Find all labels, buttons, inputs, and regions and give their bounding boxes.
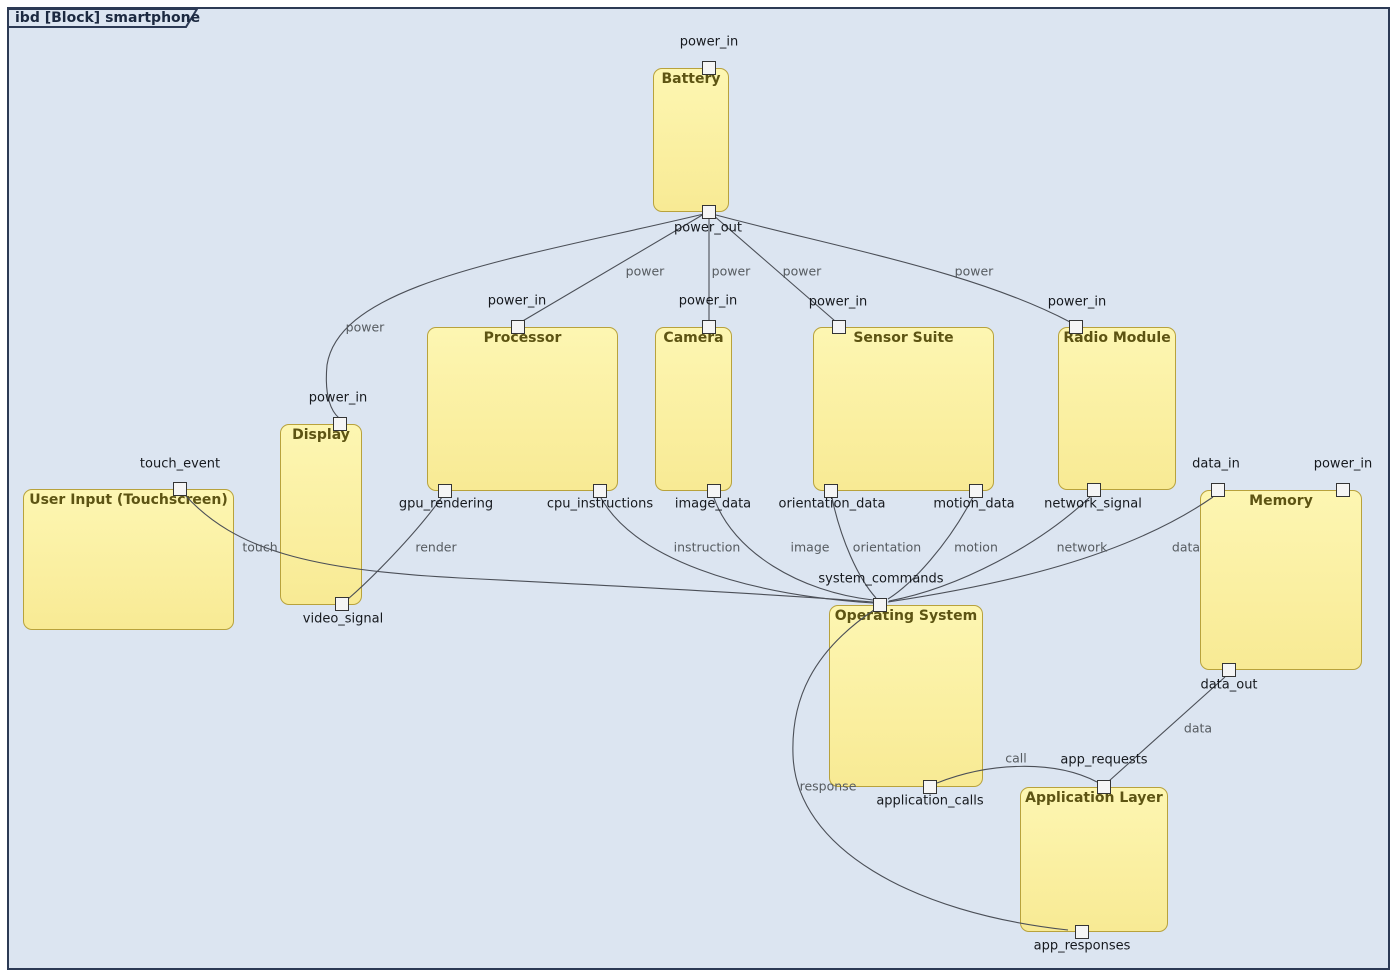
edge-label-instruction: instruction — [673, 539, 741, 555]
port-label-system-commands: system_commands — [818, 571, 944, 587]
block-battery-title: Battery — [661, 71, 721, 87]
block-user-input-title: User Input (Touchscreen) — [29, 492, 228, 508]
edge-label-call: call — [1005, 750, 1027, 766]
port-label-gpu-rendering: gpu_rendering — [398, 496, 494, 512]
block-camera[interactable]: Camera — [655, 327, 732, 491]
port-display-power-in[interactable] — [333, 417, 347, 431]
port-battery-power-in[interactable] — [702, 61, 716, 75]
port-label-app-responses: app_responses — [1033, 938, 1131, 954]
port-video-signal[interactable] — [335, 597, 349, 611]
block-memory[interactable]: Memory — [1200, 490, 1362, 670]
port-label-battery-power-in: power_in — [679, 34, 739, 50]
port-label-camera-power-in: power_in — [678, 293, 738, 309]
edge-label-power-radio: power — [954, 263, 994, 279]
block-operating-system-title: Operating System — [834, 608, 978, 624]
edge-label-power-processor: power — [625, 263, 665, 279]
port-label-motion-data: motion_data — [933, 496, 1015, 512]
port-label-application-calls: application_calls — [876, 793, 984, 809]
port-label-memory-power-in: power_in — [1313, 456, 1373, 472]
block-application-layer-title: Application Layer — [1025, 790, 1163, 806]
block-user-input[interactable]: User Input (Touchscreen) — [23, 489, 234, 630]
block-operating-system[interactable]: Operating System — [829, 605, 983, 787]
block-camera-title: Camera — [663, 330, 724, 346]
block-sensor-suite-title: Sensor Suite — [853, 330, 954, 346]
frame-title: ibd [Block] smartphone — [15, 10, 201, 26]
edge-label-image: image — [790, 539, 830, 555]
port-label-orientation-data: orientation_data — [778, 496, 886, 512]
port-sensor-power-in[interactable] — [832, 320, 846, 334]
block-radio-module-title: Radio Module — [1063, 330, 1171, 346]
port-label-sensor-power-in: power_in — [808, 294, 868, 310]
block-application-layer[interactable]: Application Layer — [1020, 787, 1168, 932]
port-label-video-signal: video_signal — [302, 611, 384, 627]
port-label-cpu-instructions: cpu_instructions — [546, 496, 654, 512]
block-memory-title: Memory — [1249, 493, 1313, 509]
port-application-calls[interactable] — [923, 780, 937, 794]
port-label-network-signal: network_signal — [1044, 496, 1142, 512]
port-radio-power-in[interactable] — [1069, 320, 1083, 334]
port-app-requests[interactable] — [1097, 780, 1111, 794]
edge-label-response: response — [799, 778, 857, 794]
port-label-image-data: image_data — [674, 496, 752, 512]
port-label-display-power-in: power_in — [308, 390, 368, 406]
edge-label-render: render — [415, 539, 457, 555]
port-app-responses[interactable] — [1075, 925, 1089, 939]
block-battery[interactable]: Battery — [653, 68, 729, 212]
edge-label-touch: touch — [242, 539, 278, 555]
port-label-app-requests: app_requests — [1060, 752, 1148, 768]
port-label-processor-power-in: power_in — [487, 293, 547, 309]
port-label-touch-event: touch_event — [139, 456, 221, 472]
edge-label-data-memory: data — [1171, 539, 1201, 555]
block-processor[interactable]: Processor — [427, 327, 618, 491]
port-data-out[interactable] — [1222, 663, 1236, 677]
port-processor-power-in[interactable] — [511, 320, 525, 334]
edge-label-network: network — [1056, 539, 1108, 555]
block-radio-module[interactable]: Radio Module — [1058, 327, 1176, 490]
port-label-radio-power-in: power_in — [1047, 294, 1107, 310]
port-data-in[interactable] — [1211, 483, 1225, 497]
edge-label-power-display: power — [345, 319, 385, 335]
port-touch-event[interactable] — [173, 482, 187, 496]
edge-label-data-app: data — [1183, 720, 1213, 736]
block-display[interactable]: Display — [280, 424, 362, 605]
block-display-title: Display — [292, 427, 350, 443]
port-label-data-in: data_in — [1192, 456, 1240, 472]
edge-label-motion: motion — [954, 539, 998, 555]
edge-label-power-camera: power — [711, 263, 751, 279]
port-label-data-out: data_out — [1200, 677, 1258, 693]
port-memory-power-in[interactable] — [1336, 483, 1350, 497]
edge-label-power-sensor: power — [782, 263, 822, 279]
edge-label-orientation: orientation — [852, 539, 922, 555]
port-battery-power-out[interactable] — [702, 205, 716, 219]
port-system-commands[interactable] — [873, 598, 887, 612]
port-label-battery-power-out: power_out — [674, 220, 742, 236]
port-camera-power-in[interactable] — [702, 320, 716, 334]
block-sensor-suite[interactable]: Sensor Suite — [813, 327, 994, 491]
port-network-signal[interactable] — [1087, 483, 1101, 497]
